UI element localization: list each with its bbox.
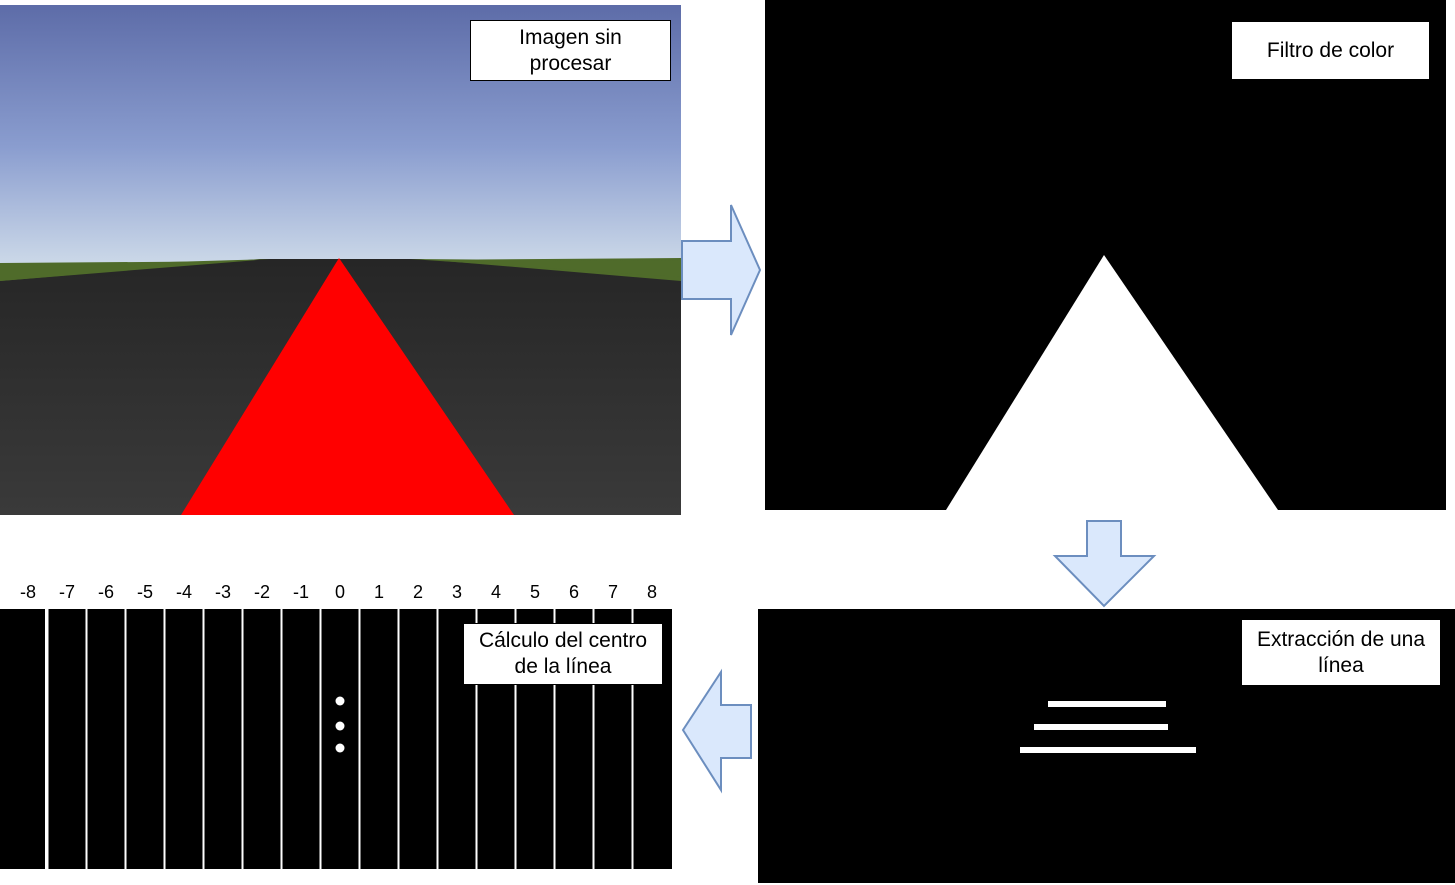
- extracted-line-1: [1048, 701, 1166, 707]
- column-label: 5: [530, 582, 540, 602]
- column-label: -6: [98, 582, 114, 602]
- column-label: -1: [293, 582, 309, 602]
- column-label: 7: [608, 582, 618, 602]
- red-line-marker: [181, 258, 514, 515]
- extracted-line-3: [1020, 747, 1196, 753]
- column-label: -7: [59, 582, 75, 602]
- column-label: -3: [215, 582, 231, 602]
- raw-image-label: Imagen sin procesar: [470, 20, 671, 81]
- column-label: 8: [647, 582, 657, 602]
- color-filter-image: [765, 0, 1446, 510]
- column-label: -8: [20, 582, 36, 602]
- extracted-line-2: [1034, 724, 1168, 730]
- line-extraction-panel: Extracción de una línea: [758, 609, 1455, 883]
- column-label: 6: [569, 582, 579, 602]
- column-grid: -8 -7 -6 -5 -4 -3 -2 -1 0 1 2 3 4 5 6 7 8: [0, 582, 672, 869]
- raw-image-panel: Imagen sin procesar: [0, 5, 681, 515]
- arrow-left: [681, 668, 752, 794]
- column-label: 0: [335, 582, 345, 602]
- column-label: -4: [176, 582, 192, 602]
- center-dot: [335, 743, 345, 753]
- center-dot: [335, 721, 345, 731]
- column-label: 4: [491, 582, 501, 602]
- column-label: -2: [254, 582, 270, 602]
- color-filter-panel: Filtro de color: [765, 0, 1446, 510]
- arrow-down: [1052, 520, 1157, 608]
- center-calc-label: Cálculo del centro de la línea: [463, 623, 663, 685]
- line-extraction-label: Extracción de una línea: [1241, 619, 1441, 686]
- center-dot: [335, 696, 345, 706]
- color-filter-label: Filtro de color: [1231, 21, 1430, 80]
- column-label: -5: [137, 582, 153, 602]
- center-calc-panel: -8 -7 -6 -5 -4 -3 -2 -1 0 1 2 3 4 5 6 7 8 Cálculo del ce…: [0, 575, 672, 875]
- column-label: 3: [452, 582, 462, 602]
- arrow-right: [681, 204, 762, 336]
- filtered-triangle: [946, 255, 1278, 510]
- raw-image: [0, 5, 681, 515]
- column-label: 2: [413, 582, 423, 602]
- column-label: 1: [374, 582, 384, 602]
